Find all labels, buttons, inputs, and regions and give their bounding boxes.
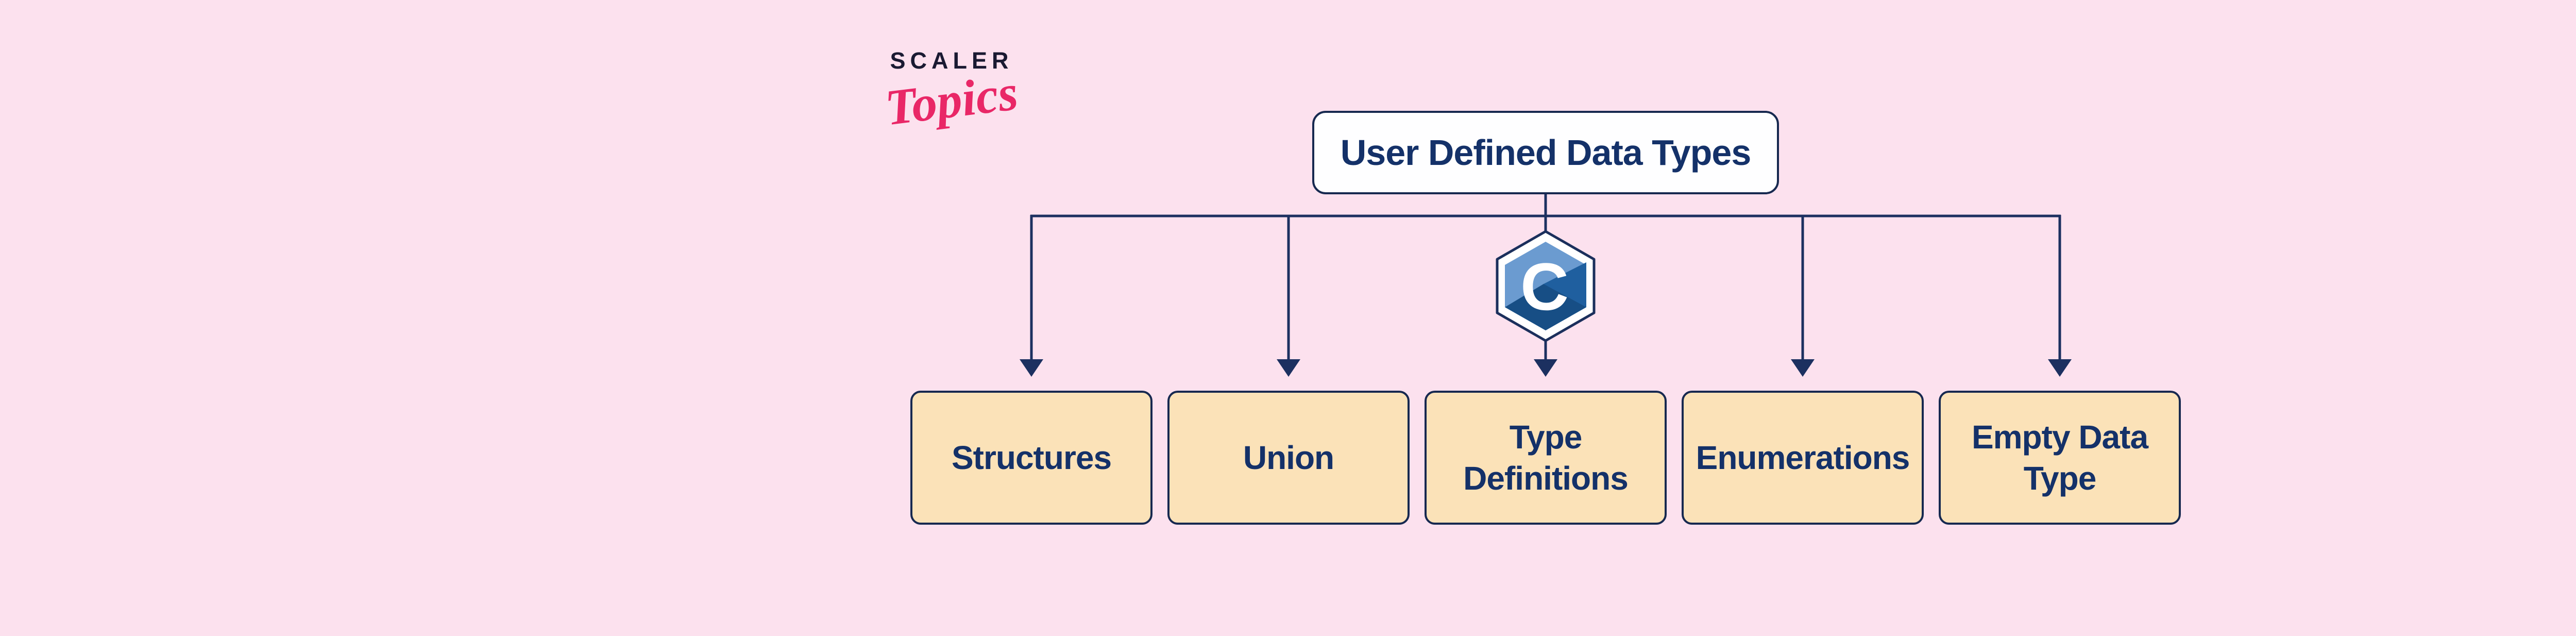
- c-logo-letter: C: [1520, 249, 1569, 324]
- scaler-brand-text: SCALER: [890, 47, 1013, 74]
- node-type-definitions: Type Definitions: [1425, 391, 1667, 525]
- node-structures: Structures: [910, 391, 1153, 525]
- node-union: Union: [1167, 391, 1410, 525]
- node-union-label: Union: [1243, 439, 1334, 476]
- node-empty-data-type: Empty Data Type: [1939, 391, 2181, 525]
- arrowhead-empty-data-type: [2048, 359, 2072, 377]
- node-enumerations: Enumerations: [1682, 391, 1924, 525]
- c-logo-dark-blue-facet: [1505, 284, 1586, 330]
- root-node-user-defined-data-types: User Defined Data Types: [1312, 111, 1779, 194]
- c-language-logo-icon: C: [1496, 230, 1596, 342]
- scaler-topics-logo: SCALER Topics: [882, 47, 1021, 136]
- arrowhead-enumerations: [1791, 359, 1815, 377]
- node-enumerations-label: Enumerations: [1696, 439, 1910, 476]
- node-empty-data-type-label: Empty Data Type: [1971, 419, 2148, 497]
- node-structures-label: Structures: [951, 439, 1112, 476]
- node-type-definitions-label: Type Definitions: [1463, 419, 1629, 497]
- root-node-label: User Defined Data Types: [1340, 132, 1752, 173]
- arrowhead-union: [1277, 359, 1300, 377]
- arrowhead-structures: [1020, 359, 1043, 377]
- arrowhead-type-definitions: [1534, 359, 1557, 377]
